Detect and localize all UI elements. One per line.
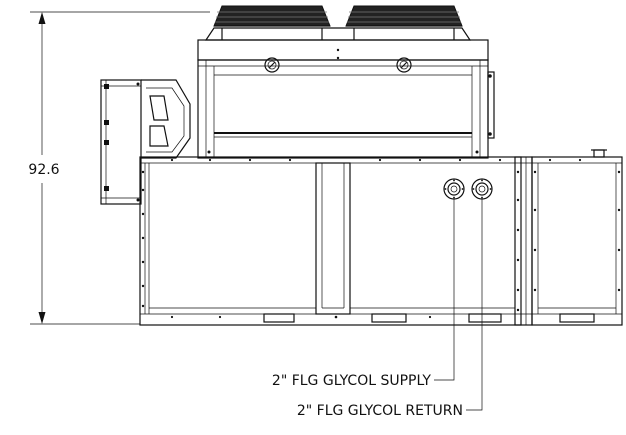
return-leader-line	[466, 199, 483, 411]
glycol-supply-flange-icon	[443, 178, 465, 200]
electrical-box	[100, 79, 191, 205]
condenser-module	[197, 27, 495, 159]
height-dimension: 92.6	[28, 11, 210, 325]
glycol-return-label: 2" FLG GLYCOL RETURN	[297, 403, 463, 419]
glycol-supply-label: 2" FLG GLYCOL SUPPLY	[272, 373, 432, 389]
side-cabinet	[531, 149, 623, 326]
dimension-arrow-top	[38, 12, 46, 24]
glycol-return-flange-icon	[471, 178, 493, 200]
supply-leader-line	[434, 199, 455, 381]
main-cabinet	[139, 156, 533, 326]
panel-fasteners	[141, 158, 621, 319]
height-dimension-value: 92.6	[28, 162, 59, 178]
fan-left	[213, 5, 331, 40]
gauge-right-icon	[396, 57, 412, 73]
gauge-left-icon	[264, 57, 280, 73]
fan-right	[345, 5, 463, 40]
dimension-arrow-bottom	[38, 312, 46, 324]
